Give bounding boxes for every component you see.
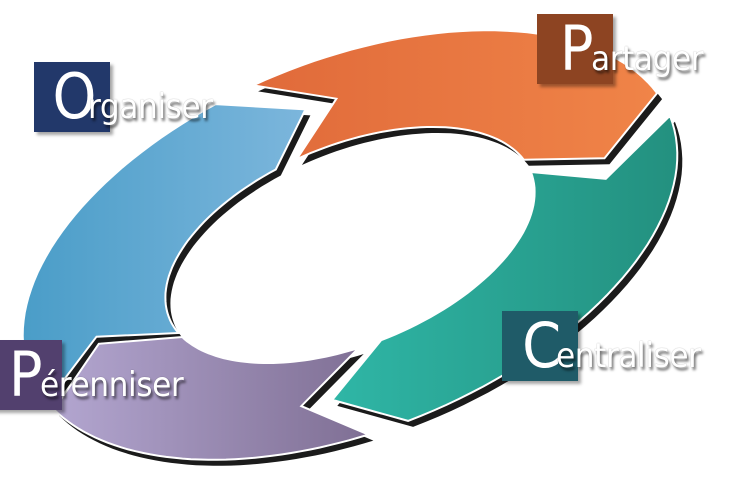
step-name-rest: entraliser: [556, 336, 701, 376]
cycle-arrow-centraliser: [330, 113, 679, 422]
cycle-arrow-perenniser: [52, 335, 372, 461]
initial-letter: O: [52, 60, 96, 133]
initial-badge-organiser: O: [34, 62, 110, 132]
initial-letter: P: [9, 338, 43, 411]
step-name-rest: artager: [591, 39, 704, 79]
initial-letter: P: [560, 12, 594, 85]
cycle-arrow-organiser: [21, 103, 307, 404]
segments: [21, 29, 679, 461]
initial-badge-perenniser: P: [0, 340, 62, 410]
step-name-rest: érenniser: [40, 365, 184, 405]
step-name-rest: rganiser: [88, 87, 213, 127]
initial-badge-partager: P: [537, 14, 613, 84]
step-label-organiser: O rganiser: [34, 62, 223, 132]
step-label-perenniser: P érenniser: [0, 340, 196, 410]
step-label-centraliser: C entraliser: [502, 311, 713, 381]
initial-letter: C: [522, 309, 562, 382]
initial-badge-centraliser: C: [502, 311, 578, 381]
step-label-partager: P artager: [537, 14, 713, 84]
